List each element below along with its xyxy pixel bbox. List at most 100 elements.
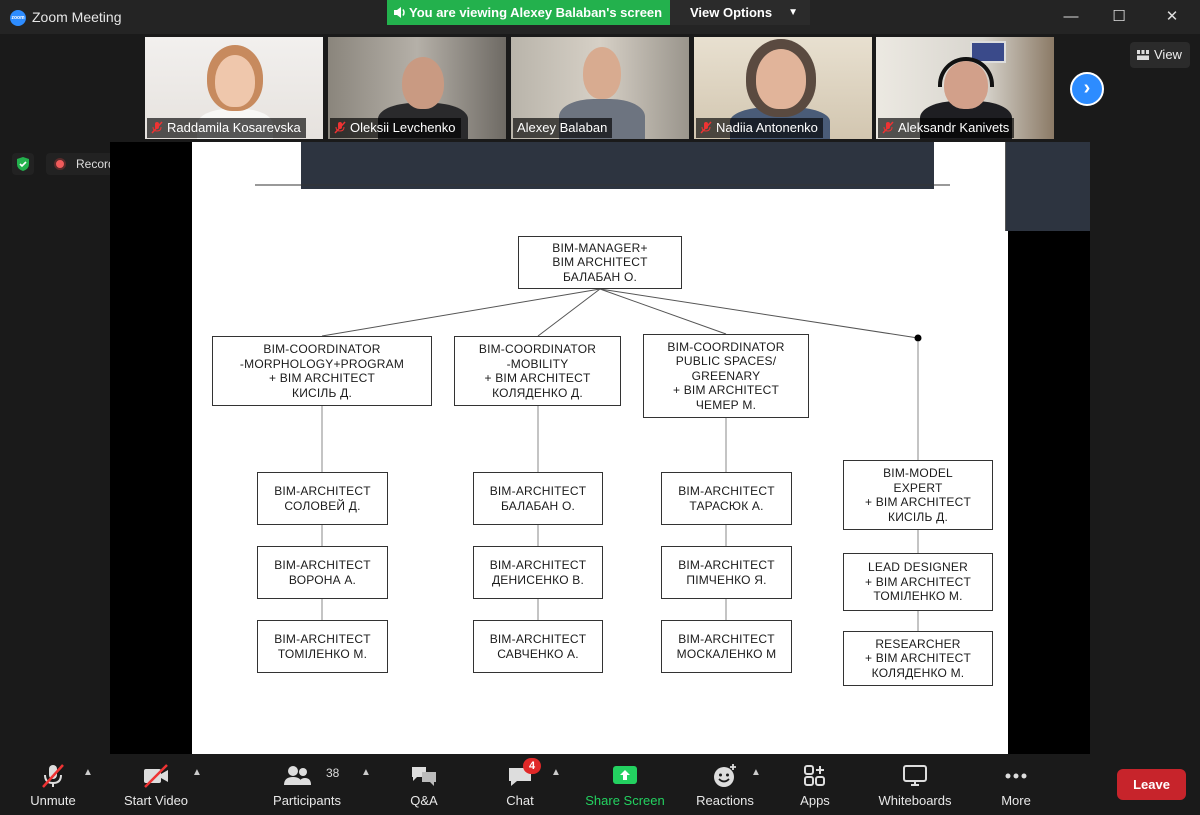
mic-muted-icon <box>334 121 346 134</box>
participant-name-tag: Nadiia Antonenko <box>696 118 823 138</box>
participants-button[interactable]: Participants <box>268 755 346 815</box>
org-box-line: СОЛОВЕЙ Д. <box>284 498 361 513</box>
viewing-banner: You are viewing Alexey Balaban's screen <box>387 0 670 25</box>
more-button[interactable]: More <box>992 755 1040 815</box>
reactions-button[interactable]: Reactions <box>692 755 758 815</box>
org-box-lead-designer: LEAD DESIGNER + BIM ARCHITECT ТОМІЛЕНКО … <box>843 553 993 611</box>
org-box-architect: BIM-ARCHITECT ПІМЧЕНКО Я. <box>661 546 792 599</box>
org-box-line: + BIM ARCHITECT <box>484 371 591 385</box>
chevron-right-icon: › <box>1083 77 1091 99</box>
org-box-line: BIM-COORDINATOR <box>667 339 785 354</box>
org-box-architect: BIM-ARCHITECT МОСКАЛЕНКО М <box>661 620 792 673</box>
recording-dot-icon <box>54 158 66 170</box>
org-box-line: GREENARY <box>691 368 761 383</box>
maximize-button[interactable]: ☐ <box>1112 8 1126 25</box>
org-box-bim-manager: BIM-MANAGER+ BIM ARCHITECT БАЛАБАН О. <box>518 236 682 289</box>
participant-name-tag: Alexey Balaban <box>513 118 613 138</box>
person-face <box>402 57 444 109</box>
view-button-label: View <box>1154 47 1182 62</box>
org-box-line: ПІМЧЕНКО Я. <box>686 572 767 587</box>
org-box-line: EXPERT <box>893 480 943 495</box>
more-label: More <box>1001 793 1031 808</box>
reactions-label: Reactions <box>696 793 754 808</box>
org-box-line: BIM-ARCHITECT <box>274 558 371 572</box>
participant-tile[interactable]: Nadiia Antonenko <box>694 37 872 139</box>
participant-tile[interactable]: Raddamila Kosarevska <box>145 37 323 139</box>
org-box-line: САВЧЕНКО А. <box>497 646 579 661</box>
audio-options-caret[interactable]: ▲ <box>83 767 93 778</box>
org-box-architect: BIM-ARCHITECT БАЛАБАН О. <box>473 472 603 525</box>
participant-name-tag: Oleksii Levchenko <box>330 118 461 138</box>
whiteboards-label: Whiteboards <box>878 793 952 808</box>
org-box-coordinator: BIM-COORDINATOR -MOBILITY + BIM ARCHITEC… <box>454 336 621 406</box>
org-box-architect: BIM-ARCHITECT ТАРАСЮК А. <box>661 472 792 525</box>
chevron-down-icon: ▼ <box>788 7 798 18</box>
participant-tile[interactable]: Aleksandr Kanivets <box>876 37 1054 139</box>
close-button[interactable]: ✕ <box>1165 8 1179 25</box>
org-box-line: ТАРАСЮК А. <box>689 498 764 513</box>
encryption-shield-button[interactable] <box>12 153 34 175</box>
org-box-line: ВОРОНА А. <box>288 572 357 587</box>
org-box-line: + BIM ARCHITECT <box>864 574 971 589</box>
org-box-line: RESEARCHER <box>875 636 961 651</box>
org-box-line: МОСКАЛЕНКО М <box>676 646 777 661</box>
speaker-icon <box>394 7 405 18</box>
org-box-line: + BIM ARCHITECT <box>864 651 971 666</box>
shield-check-icon <box>17 157 29 171</box>
reactions-options-caret[interactable]: ▲ <box>751 767 761 778</box>
apps-button[interactable]: Apps <box>790 755 840 815</box>
title-bar: zoom Zoom Meeting You are viewing Alexey… <box>0 0 1200 34</box>
participant-tile[interactable]: Oleksii Levchenko <box>328 37 506 139</box>
share-screen-button[interactable]: Share Screen <box>584 755 666 815</box>
org-box-line: БАЛАБАН О. <box>500 498 576 513</box>
org-box-line: -MOBILITY <box>506 356 569 371</box>
whiteboard-icon <box>903 765 927 786</box>
minimize-button[interactable]: — <box>1063 8 1079 25</box>
org-box-line: BIM-ARCHITECT <box>274 632 371 646</box>
chat-options-caret[interactable]: ▲ <box>551 767 561 778</box>
org-box-line: BIM-ARCHITECT <box>489 632 587 646</box>
org-box-line: PUBLIC SPACES/ <box>675 354 777 369</box>
leave-button[interactable]: Leave <box>1117 769 1186 800</box>
qa-button[interactable]: Q&A <box>396 755 452 815</box>
org-box-line: BIM-ARCHITECT <box>678 558 775 572</box>
share-screen-icon <box>613 766 637 784</box>
org-box-line: BIM-COORDINATOR <box>478 342 597 356</box>
whiteboards-button[interactable]: Whiteboards <box>872 755 958 815</box>
gallery-grid-icon <box>1137 50 1149 60</box>
window-title: Zoom Meeting <box>32 9 122 25</box>
org-box-coordinator: BIM-COORDINATOR -MORPHOLOGY+PROGRAM + BI… <box>212 336 432 406</box>
participant-name: Alexey Balaban <box>517 120 608 135</box>
next-page-button[interactable]: › <box>1070 72 1104 106</box>
org-box-line: BIM-ARCHITECT <box>274 484 371 498</box>
start-video-label: Start Video <box>123 793 189 808</box>
reactions-icon <box>714 764 736 787</box>
apps-label: Apps <box>800 793 830 808</box>
participants-options-caret[interactable]: ▲ <box>361 767 371 778</box>
video-options-caret[interactable]: ▲ <box>192 767 202 778</box>
org-box-line: -MORPHOLOGY+PROGRAM <box>239 356 405 371</box>
chat-label: Chat <box>506 793 534 808</box>
org-box-line: КИСІЛЬ Д. <box>888 509 948 524</box>
mic-muted-icon <box>151 121 163 134</box>
participant-tile-active-speaker[interactable]: Alexey Balaban <box>511 37 689 139</box>
org-box-architect: BIM-ARCHITECT ТОМІЛЕНКО М. <box>257 620 388 673</box>
org-box-line: ЧЕМЕР М. <box>695 397 757 412</box>
participants-icon <box>284 766 311 785</box>
view-button[interactable]: View <box>1130 42 1190 68</box>
qa-icon <box>412 767 436 786</box>
zoom-logo-icon: zoom <box>10 10 26 26</box>
mic-muted-icon <box>42 764 64 788</box>
participant-name: Aleksandr Kanivets <box>898 120 1010 135</box>
participants-label: Participants <box>273 793 341 808</box>
person-face <box>756 49 806 109</box>
participant-name-tag: Raddamila Kosarevska <box>147 118 306 138</box>
start-video-button[interactable]: Start Video <box>116 755 196 815</box>
slide-header-bar <box>301 142 934 189</box>
video-off-icon <box>144 764 168 788</box>
mic-muted-icon <box>882 121 894 134</box>
unmute-button[interactable]: Unmute <box>14 755 92 815</box>
mic-muted-icon <box>700 121 712 134</box>
view-options-button[interactable]: View Options ▼ <box>670 0 810 25</box>
participant-name: Raddamila Kosarevska <box>167 120 301 135</box>
